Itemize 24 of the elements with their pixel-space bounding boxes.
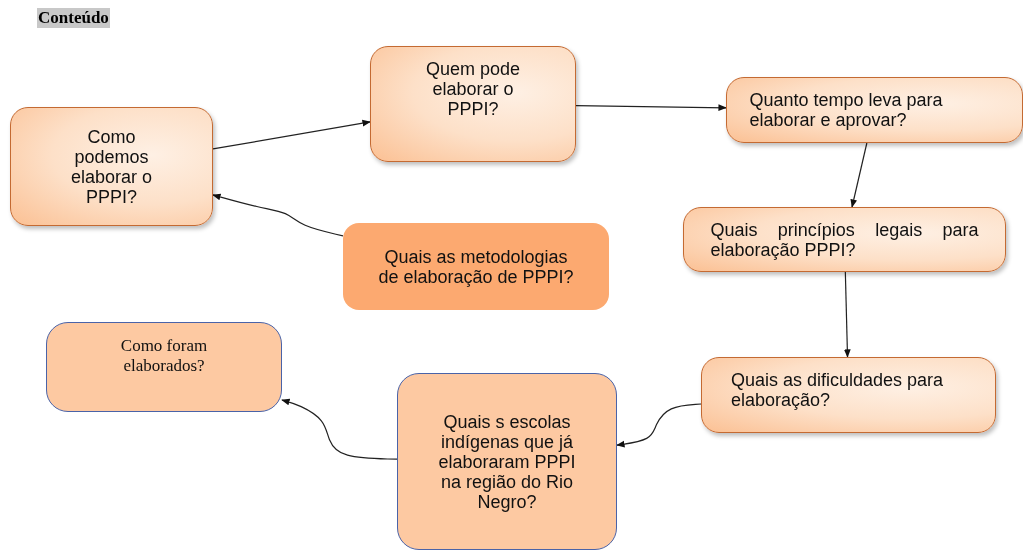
question-text: Como podemos elaborar o PPPI? [69, 126, 154, 207]
arrow [616, 403, 702, 448]
question-box [701, 357, 996, 433]
question-box [370, 46, 576, 162]
question-box [46, 322, 282, 412]
question-text: Como foram elaborados? [119, 336, 209, 376]
question-text: Quais as metodologias de elaboração de PPPI? [377, 246, 575, 287]
arrow [843, 271, 851, 358]
question-box [397, 373, 617, 550]
arrow [212, 193, 344, 237]
arrow [575, 104, 727, 112]
question-text: Quais s escolas indígenas que já elaboraram PPPI na região do Rio Negro? [437, 411, 577, 512]
arrow [212, 119, 371, 150]
question-text: Quem pode elaborar o PPPI? [424, 59, 522, 119]
question-text: Quais as dificuldades para elaboração? [731, 370, 945, 410]
arrow [281, 398, 398, 460]
question-text: Quais princípios legais para elaboração PPPI? [710, 219, 979, 260]
arrow [850, 142, 868, 208]
question-box [726, 77, 1023, 143]
question-text: Quanto tempo leva para elaborar e aprovar? [749, 90, 944, 130]
question-box [10, 107, 213, 226]
heading: Conteúdo [37, 8, 110, 28]
question-box [683, 207, 1006, 272]
question-box [343, 223, 609, 310]
